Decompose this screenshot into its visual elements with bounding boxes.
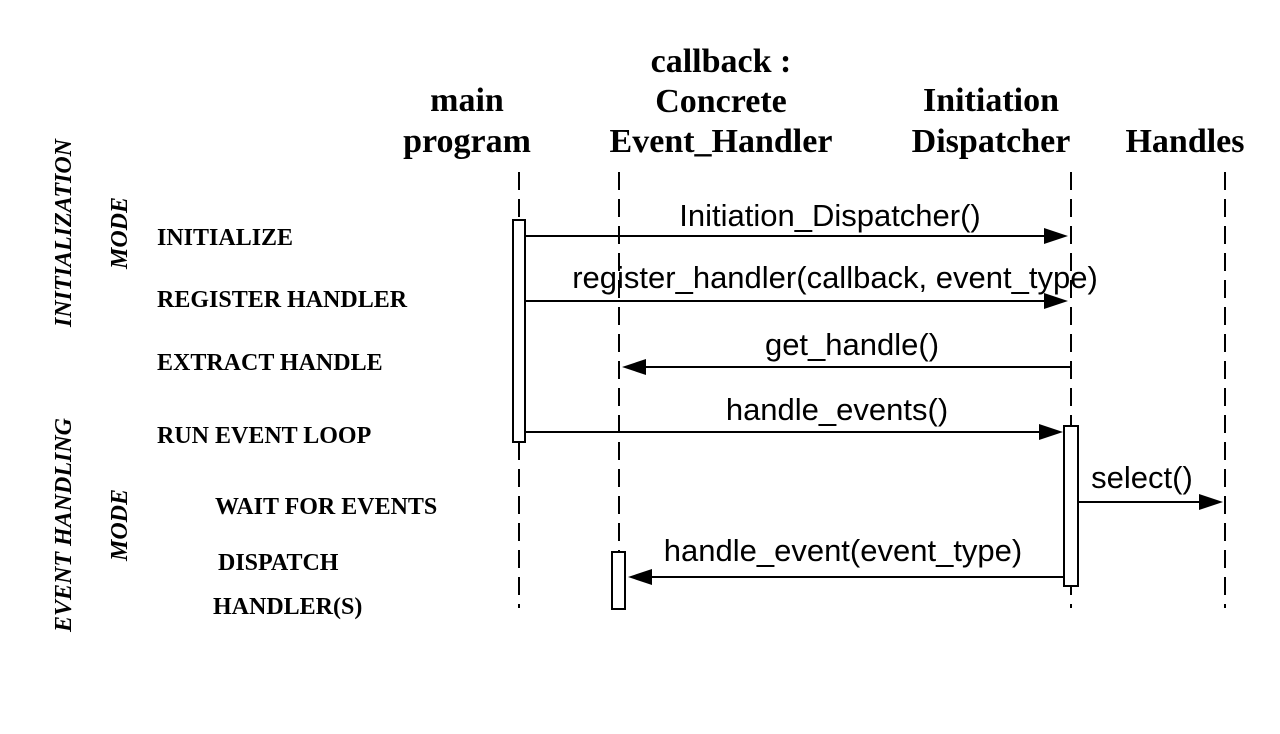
participant-main-program-line-2: program xyxy=(403,123,531,160)
message-handle-events-arrowhead xyxy=(1039,424,1063,440)
message-get-handle-label: get_handle() xyxy=(765,327,939,362)
message-handle-event-label: handle_event(event_type) xyxy=(664,533,1022,568)
message-get-handle-arrowhead xyxy=(622,359,646,375)
participant-main-program-line-1: main xyxy=(430,82,504,119)
participant-event-handler: callback : Concrete Event_Handler xyxy=(610,43,833,160)
message-select: select() xyxy=(1078,460,1223,510)
message-select-arrowhead xyxy=(1199,494,1223,510)
message-handle-event-arrowhead xyxy=(628,569,652,585)
activation-event-handler xyxy=(611,551,626,610)
message-register-handler: register_handler(callback, event_type) xyxy=(525,260,1098,309)
message-handle-events: handle_events() xyxy=(525,392,1063,440)
mode-initialization: INITIALIZATION MODE xyxy=(51,137,133,328)
message-initiation-dispatcher-label: Initiation_Dispatcher() xyxy=(679,198,981,233)
participant-initiation-dispatcher-line-2: Dispatcher xyxy=(912,123,1071,160)
participant-event-handler-line-3: Event_Handler xyxy=(610,123,833,160)
activation-main-program xyxy=(512,219,526,443)
mode-event-handling-line-2: MODE xyxy=(107,489,133,562)
participant-handles-line-1: Handles xyxy=(1125,123,1244,160)
step-register-handler: REGISTER HANDLER xyxy=(157,287,408,313)
mode-initialization-line-1: INITIALIZATION xyxy=(51,137,77,328)
message-get-handle: get_handle() xyxy=(622,327,1071,375)
step-initialize: INITIALIZE xyxy=(157,225,293,251)
mode-event-handling: EVENT HANDLING MODE xyxy=(51,417,133,633)
step-dispatch-line-1: DISPATCH xyxy=(218,550,339,576)
participant-event-handler-line-1: callback : xyxy=(651,43,792,80)
step-run-event-loop: RUN EVENT LOOP xyxy=(157,423,371,449)
message-initiation-dispatcher-arrowhead xyxy=(1044,228,1068,244)
message-select-label: select() xyxy=(1091,460,1193,495)
participant-handles: Handles xyxy=(1125,123,1244,160)
message-initiation-dispatcher: Initiation_Dispatcher() xyxy=(525,198,1068,244)
mode-event-handling-line-1: EVENT HANDLING xyxy=(51,417,77,633)
participant-initiation-dispatcher-line-1: Initiation xyxy=(923,82,1059,119)
mode-initialization-line-2: MODE xyxy=(107,197,133,270)
message-register-handler-label: register_handler(callback, event_type) xyxy=(572,260,1098,295)
participant-event-handler-line-2: Concrete xyxy=(655,83,787,120)
activation-initiation-dispatcher xyxy=(1063,425,1079,587)
message-handle-event: handle_event(event_type) xyxy=(628,533,1064,585)
step-wait-for-events: WAIT FOR EVENTS xyxy=(215,494,437,520)
message-register-handler-arrowhead xyxy=(1044,293,1068,309)
participant-main-program: main program xyxy=(403,82,531,160)
participant-initiation-dispatcher: Initiation Dispatcher xyxy=(912,82,1071,160)
step-dispatch-line-2: HANDLER(S) xyxy=(213,594,362,620)
message-handle-events-label: handle_events() xyxy=(726,392,948,427)
step-extract-handle: EXTRACT HANDLE xyxy=(157,350,383,376)
